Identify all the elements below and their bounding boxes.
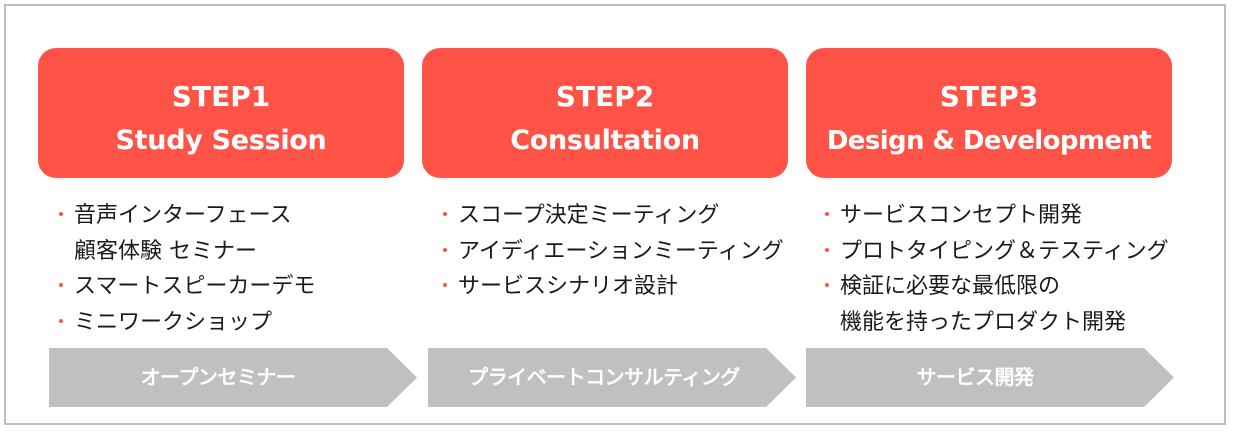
step-3-bullet-list: サービスコンセプト開発 プロトタイピング＆テスティング 検証に必要な最低限の 機… <box>822 198 1169 340</box>
chevron-arrow-shape <box>806 348 1174 407</box>
step-2-arrow-label: プライベートコンサルティング <box>468 365 740 389</box>
bullet-dot-icon <box>59 283 63 287</box>
bullet-text: アイディエーションミーティング <box>458 238 784 264</box>
step-3-box: STEP3 Design & Development <box>806 48 1172 178</box>
bullet-text: スマートスピーカーデモ <box>74 274 316 299</box>
list-item: プロトタイピング＆テスティング <box>822 234 1169 270</box>
bullet-text: サービスシナリオ設計 <box>458 274 679 299</box>
bullet-dot-icon <box>59 318 63 323</box>
bullet-dot-icon <box>59 212 63 216</box>
bullet-text: 検証に必要な最低限の <box>840 274 1061 299</box>
bullet-text: ミニワークショップ <box>74 309 273 335</box>
list-item: アイディエーションミーティング <box>440 234 784 270</box>
step-2-number: STEP2 <box>555 80 655 113</box>
step-1-name: Study Session <box>115 125 327 156</box>
step-1-box: STEP1 Study Session <box>38 48 404 178</box>
step-1-arrow: オープンセミナー <box>49 348 417 407</box>
step-2-arrow: プライベートコンサルティング <box>428 348 796 407</box>
step-3-name: Design & Development <box>826 126 1152 156</box>
bullet-text: プロトタイピング＆テスティング <box>840 238 1169 264</box>
bullet-dot-icon <box>443 247 447 252</box>
list-item: サービスコンセプト開発 <box>822 198 1169 234</box>
list-item: サービスシナリオ設計 <box>440 269 784 305</box>
bullet-text-continuation: 顧客体験 セミナー <box>74 238 257 264</box>
list-item: スマートスピーカーデモ <box>56 269 315 305</box>
bullet-text: 音声インターフェース <box>74 203 292 228</box>
step-2-bullet-list: スコープ決定ミーティング アイディエーションミーティング サービスシナリオ設計 <box>440 198 784 305</box>
bullet-dot-icon <box>825 247 829 252</box>
step-2-name: Consultation <box>510 125 700 156</box>
list-item: 音声インターフェース 顧客体験 セミナー <box>56 198 315 269</box>
bullet-text: サービスコンセプト開発 <box>840 203 1083 228</box>
bullet-dot-icon <box>825 212 829 216</box>
bullet-dot-icon <box>443 212 447 216</box>
list-item: 検証に必要な最低限の 機能を持ったプロダクト開発 <box>822 269 1169 340</box>
bullet-dot-icon <box>443 283 447 287</box>
step-3-arrow-label: サービス開発 <box>916 365 1035 389</box>
step-3-number: STEP3 <box>939 80 1039 113</box>
chevron-arrow-shape <box>428 348 796 407</box>
step-3-arrow: サービス開発 <box>806 348 1174 407</box>
step-1-bullet-list: 音声インターフェース 顧客体験 セミナー スマートスピーカーデモ ミニワークショ… <box>56 198 315 340</box>
list-item: ミニワークショップ <box>56 305 315 341</box>
step-1-number: STEP1 <box>171 80 271 113</box>
step-2-box: STEP2 Consultation <box>422 48 788 178</box>
diagram-frame <box>4 4 1226 425</box>
list-item: スコープ決定ミーティング <box>440 198 784 234</box>
bullet-text: スコープ決定ミーティング <box>458 203 720 228</box>
bullet-dot-icon <box>825 283 829 287</box>
chevron-arrow-shape <box>49 348 417 407</box>
bullet-text-continuation: 機能を持ったプロダクト開発 <box>840 309 1127 335</box>
step-1-arrow-label: オープンセミナー <box>140 365 296 389</box>
